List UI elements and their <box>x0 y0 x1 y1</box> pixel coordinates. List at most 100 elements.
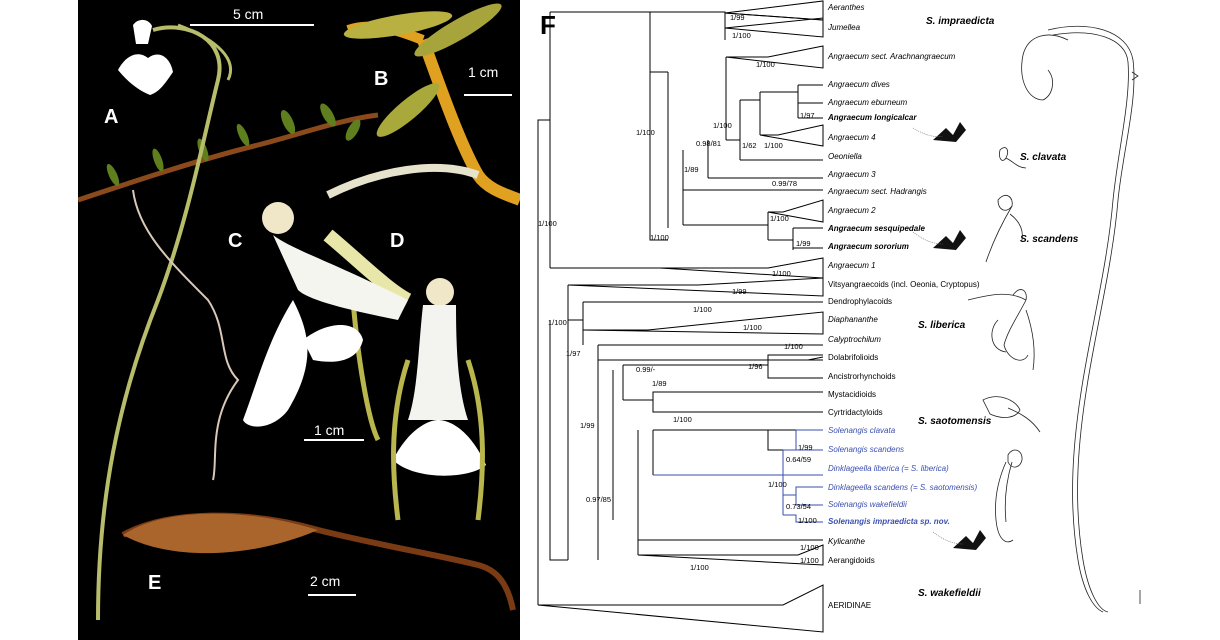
taxon-label: Kylicanthe <box>828 537 865 546</box>
support-value: 1/97 <box>800 111 815 120</box>
taxon-label: Diaphananthe <box>828 315 878 324</box>
support-value: 1/100 <box>772 269 791 278</box>
taxon-label: Angraecum longicalcar <box>827 113 917 122</box>
support-value: 0.99/78 <box>772 179 797 188</box>
taxon-label: Calyptrochilum <box>828 335 881 344</box>
phylogeny-tree: F <box>537 0 1141 633</box>
support-value: 1/99 <box>580 421 595 430</box>
taxon-label: Solenangis scandens <box>828 445 904 454</box>
taxon-label: Angraecum 1 <box>827 261 876 270</box>
support-value: 1/99 <box>730 13 745 22</box>
support-value: 1/100 <box>548 318 567 327</box>
support-value: 1/99 <box>798 443 813 452</box>
taxon-label: Angraecum eburneum <box>827 98 907 107</box>
support-value: 1/100 <box>800 543 819 552</box>
panel-label-A: A <box>104 106 119 128</box>
taxon-label: Ancistrorhynchoids <box>828 372 896 381</box>
support-value: 1/62 <box>742 141 757 150</box>
species-label: S. saotomensis <box>918 416 992 427</box>
fruit-E <box>121 512 516 611</box>
taxon-label: Angraecum sororium <box>827 242 909 251</box>
panel-label-B: B <box>374 68 389 90</box>
scale-bar-1cm-CD <box>304 439 364 441</box>
support-value: 0.73/54 <box>786 502 811 511</box>
taxon-label: AERIDINAE <box>828 601 871 610</box>
scale-bar-1cm-B <box>464 94 512 96</box>
scale-bar-2cm <box>308 594 356 596</box>
moth-icon <box>932 530 986 550</box>
support-value: 1/97 <box>566 349 581 358</box>
scale-text-1cm-B: 1 cm <box>468 64 499 80</box>
panel-label-C: C <box>228 230 243 252</box>
support-value: 1/100 <box>784 342 803 351</box>
taxon-label: Angraecum sect. Hadrangis <box>827 187 927 196</box>
support-value: 1/100 <box>743 323 762 332</box>
taxon-label: Vitsyangraecoids (incl. Oeonia, Cryptopu… <box>828 280 980 289</box>
taxon-label: Solenangis clavata <box>828 426 896 435</box>
support-value: 0.98/81 <box>696 139 721 148</box>
support-value: 0.97/85 <box>586 495 611 504</box>
taxon-label: Angraecum 4 <box>827 133 876 142</box>
shoot-B <box>326 3 520 206</box>
support-value: 1/100 <box>798 516 817 525</box>
taxon-label: Dendrophylacoids <box>828 297 892 306</box>
flower-D <box>391 278 486 521</box>
support-value: 1/100 <box>764 141 783 150</box>
taxon-label: Angraecum 2 <box>827 206 876 215</box>
taxon-label: Cyrtridactyloids <box>828 408 883 417</box>
support-value: 1/100 <box>732 31 751 40</box>
species-label: S. impraedicta <box>926 16 995 27</box>
tree-branches <box>537 0 824 633</box>
plate-drawing <box>78 3 520 621</box>
support-value: 1/100 <box>770 214 789 223</box>
taxon-label: Solenangis impraedicta sp. nov. <box>828 517 950 526</box>
flower-A <box>118 19 173 95</box>
taxon-label: Angraecum sesquipedale <box>827 224 925 233</box>
spur-A <box>96 25 222 621</box>
taxon-label: Dolabrifolioids <box>828 353 878 362</box>
taxon-label: Mystacidioids <box>828 390 876 399</box>
scale-text-2cm: 2 cm <box>310 573 341 589</box>
leaves-A <box>106 103 361 187</box>
photo-plate: A B C D E 5 cm 1 cm 1 cm 2 cm <box>78 0 520 640</box>
taxon-label: Angraecum dives <box>827 80 890 89</box>
taxon-label: Dinklageella liberica (= S. liberica) <box>828 464 949 473</box>
support-value: 1/100 <box>713 121 732 130</box>
moth-icon <box>912 122 966 142</box>
support-value: 1/99 <box>732 287 747 296</box>
support-value: 1/100 <box>800 556 819 565</box>
support-value: 1/89 <box>684 165 699 174</box>
species-label: S. liberica <box>918 320 966 331</box>
taxon-label: Jumellea <box>827 23 861 32</box>
flower-C <box>243 202 412 442</box>
stem-A <box>78 112 379 203</box>
support-value: 1/100 <box>768 480 787 489</box>
taxon-label: Angraecum sect. Arachnangraecum <box>827 52 956 61</box>
species-label: S. clavata <box>1020 152 1067 163</box>
support-value: 1/100 <box>756 60 775 69</box>
taxon-label: Aeranthes <box>827 3 864 12</box>
support-value: 1/100 <box>636 128 655 137</box>
support-value: 1/100 <box>650 233 669 242</box>
taxon-label: Angraecum 3 <box>827 170 876 179</box>
panel-label-E: E <box>148 572 162 594</box>
taxon-label: Dinklageella scandens (= S. saotomensis) <box>828 483 978 492</box>
panel-label-D: D <box>390 230 405 252</box>
species-label: S. scandens <box>1020 234 1079 245</box>
support-value: 1/100 <box>673 415 692 424</box>
moth-icon <box>912 230 966 250</box>
support-value: 0.99/- <box>636 365 656 374</box>
taxon-label: Solenangis wakefieldii <box>828 500 907 509</box>
taxon-label: Aerangidoids <box>828 556 875 565</box>
line-drawings <box>967 25 1141 613</box>
taxon-label: Oeoniella <box>828 152 862 161</box>
panel-label-F: F <box>540 10 556 40</box>
support-value: 1/100 <box>693 305 712 314</box>
support-value: 1/100 <box>690 563 709 572</box>
scale-text-1cm-CD: 1 cm <box>314 422 345 438</box>
support-value: 1/99 <box>796 239 811 248</box>
support-value: 1/89 <box>652 379 667 388</box>
scale-text-5cm: 5 cm <box>233 6 264 22</box>
support-value: 1/96 <box>748 362 763 371</box>
species-label: S. wakefieldii <box>918 588 981 599</box>
